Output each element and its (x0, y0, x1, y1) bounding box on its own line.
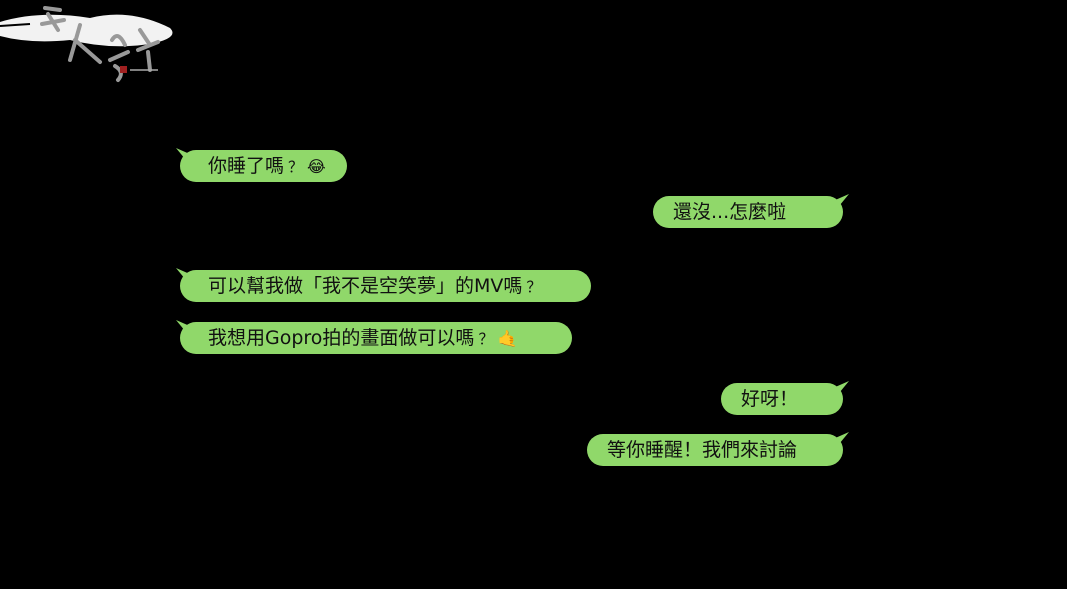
message-bubble-incoming: 可以幫我做「我不是空笑夢」的MV嗎？ (180, 270, 591, 302)
message-bubble-incoming: 我想用Gopro拍的畫面做可以嗎？🤙 (180, 322, 572, 354)
message-text: 等你睡醒！我們來討論 (607, 439, 798, 461)
laughing-emoji-icon: 😂 (307, 157, 326, 176)
message-bubble-incoming: 你睡了嗎？😂 (180, 150, 347, 182)
message-text: 可以幫我做「我不是空笑夢」的MV嗎 (208, 275, 523, 297)
message-text: 還沒...怎麼啦 (673, 201, 787, 223)
brand-logo (0, 6, 173, 82)
call-me-hand-emoji-icon: 🤙 (497, 329, 518, 348)
message-bubble-outgoing: 還沒...怎麼啦 (653, 196, 843, 228)
message-text: 好呀！ (741, 388, 799, 410)
message-bubble-outgoing: 好呀！ (721, 383, 843, 415)
message-text: 我想用Gopro拍的畫面做可以嗎 (208, 327, 475, 349)
message-bubble-outgoing: 等你睡醒！我們來討論 (587, 434, 843, 466)
message-text: 你睡了嗎 (208, 155, 285, 177)
